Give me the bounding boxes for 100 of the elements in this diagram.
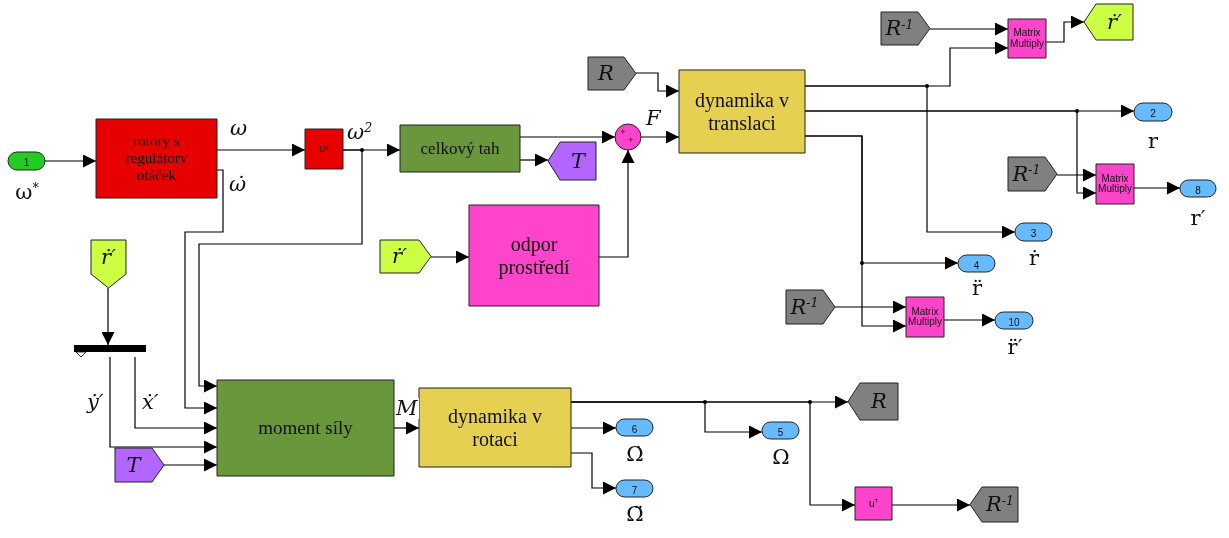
block-label: R: [871, 389, 887, 414]
arrow: [109, 356, 218, 454]
sum-block: [615, 124, 641, 150]
block-label: celkový tah: [420, 138, 500, 159]
port-number: 3: [1030, 228, 1037, 240]
demux-bar: [74, 345, 146, 357]
arrow: [640, 130, 680, 144]
arrow: [519, 130, 616, 144]
outport-block: [616, 419, 653, 436]
arrow: [598, 149, 635, 258]
outport-block: [958, 255, 995, 272]
matrix-multiply-block: [1008, 19, 1046, 58]
block-label: R$^{-1}$: [985, 492, 1015, 517]
arrow: [804, 135, 907, 333]
signal-label: Ω̈: [626, 501, 644, 527]
block-label: Matrix Multiply: [1097, 173, 1133, 195]
arrow: [834, 300, 907, 314]
block-label: rotory s regulátory otáček: [124, 132, 189, 185]
block-label: R$^{-1}$: [885, 16, 914, 41]
block-label: dynamika v rotaci: [447, 404, 543, 451]
arrow: [44, 154, 97, 168]
goto-tag: [1084, 4, 1133, 40]
subsystem-block: [400, 125, 520, 172]
block-label: ṙ′: [101, 244, 116, 270]
signal-label: Ω: [772, 444, 790, 470]
signal-label: r̈′: [1007, 334, 1023, 360]
outport-block: [1015, 223, 1052, 241]
goto-tag: [548, 142, 596, 180]
from-tag: [380, 240, 431, 273]
signal-label: r′: [1190, 205, 1206, 231]
from-tag: [786, 290, 835, 324]
port-number: 6: [631, 423, 638, 436]
block-label: R: [598, 61, 614, 86]
signal-label: r: [1148, 128, 1158, 154]
port-number: 5: [777, 426, 784, 439]
outport-block: [762, 422, 799, 439]
block-label: R$^{-1}$: [1012, 161, 1041, 187]
block-label: ṙ′: [1107, 9, 1122, 35]
outport-block: [1134, 103, 1172, 121]
subsystem-block: [679, 70, 805, 153]
math-function-block: [305, 129, 343, 169]
subsystem-block: [419, 388, 571, 467]
block-label: u$^{T}$: [868, 497, 879, 510]
block-label: u$^{2}$: [319, 143, 329, 155]
arrow: [101, 287, 115, 346]
subsystem-block: [96, 119, 217, 198]
from-tag: [91, 240, 126, 288]
port-number: 7: [631, 484, 638, 497]
subsystem-block: [469, 205, 599, 306]
matrix-multiply-block: [1096, 164, 1134, 204]
port-number: 1: [23, 157, 30, 169]
arrow: [134, 356, 218, 435]
from-tag: [588, 57, 636, 90]
arrow: [1133, 181, 1181, 195]
arrow: [929, 22, 1009, 36]
arrow: [198, 149, 363, 393]
math-function-block: [855, 487, 892, 520]
goto-tag: [848, 383, 898, 420]
arrow: [519, 153, 549, 167]
arrow: [804, 85, 1016, 239]
block-label: Matrix Multiply: [1009, 28, 1045, 49]
arrow: [184, 169, 224, 415]
from-tag: [881, 12, 930, 45]
block-label: moment síly: [258, 417, 353, 439]
from-tag: [115, 448, 164, 482]
block-label: R$^{-1}$: [790, 294, 819, 320]
signal-label: ω$^{*}$: [15, 179, 39, 205]
arrow: [804, 110, 1097, 200]
outport-block: [1180, 180, 1216, 197]
arrow: [891, 498, 971, 512]
matrix-multiply-block: [906, 297, 944, 337]
arrow: [570, 401, 856, 512]
sign-label: +: [620, 128, 626, 138]
arrow: [570, 421, 617, 435]
from-tag: [1008, 157, 1057, 191]
block-label: dynamika v translaci: [694, 88, 790, 135]
arrow: [1056, 168, 1097, 182]
arrow: [635, 72, 680, 98]
port-number: 10: [1008, 316, 1020, 329]
block-label: odpor prostředí: [497, 232, 571, 279]
arrow: [393, 421, 420, 435]
arrow: [430, 250, 470, 264]
arrow: [216, 143, 306, 157]
edge-label: ẏ′: [86, 392, 105, 413]
outport-block: [995, 312, 1033, 329]
edge-label: M: [395, 398, 419, 419]
arrow: [1045, 15, 1085, 43]
block-label: T: [126, 452, 141, 478]
port-number: 4: [973, 259, 980, 272]
subsystem-block: [217, 380, 394, 476]
arrow: [570, 452, 617, 495]
arrow: [163, 458, 218, 472]
arrow: [943, 313, 996, 327]
block-label: ṙ′: [392, 244, 407, 269]
signal-label: r̈: [972, 275, 982, 301]
block-label: T: [571, 148, 585, 174]
port-number: 2: [1150, 108, 1156, 120]
sign-label: +: [628, 136, 634, 146]
signal-label: ṙ: [1029, 245, 1039, 271]
outport-block: [616, 480, 653, 497]
